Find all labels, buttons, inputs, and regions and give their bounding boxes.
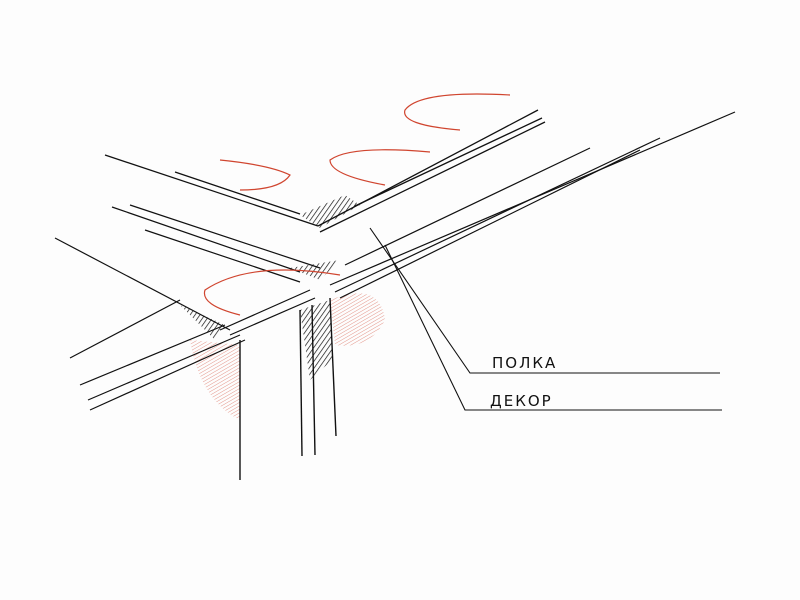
shelf-lines xyxy=(104,109,546,233)
decor-rail-lines xyxy=(54,111,736,411)
post-lines xyxy=(239,297,337,480)
shelf-label: ПОЛКА xyxy=(492,354,558,372)
red-shading xyxy=(190,293,385,420)
leader-lines xyxy=(369,227,722,411)
hatched-shadows xyxy=(180,195,360,380)
red-arrows xyxy=(203,93,511,316)
decor-label: ДЕКОР xyxy=(490,392,553,410)
